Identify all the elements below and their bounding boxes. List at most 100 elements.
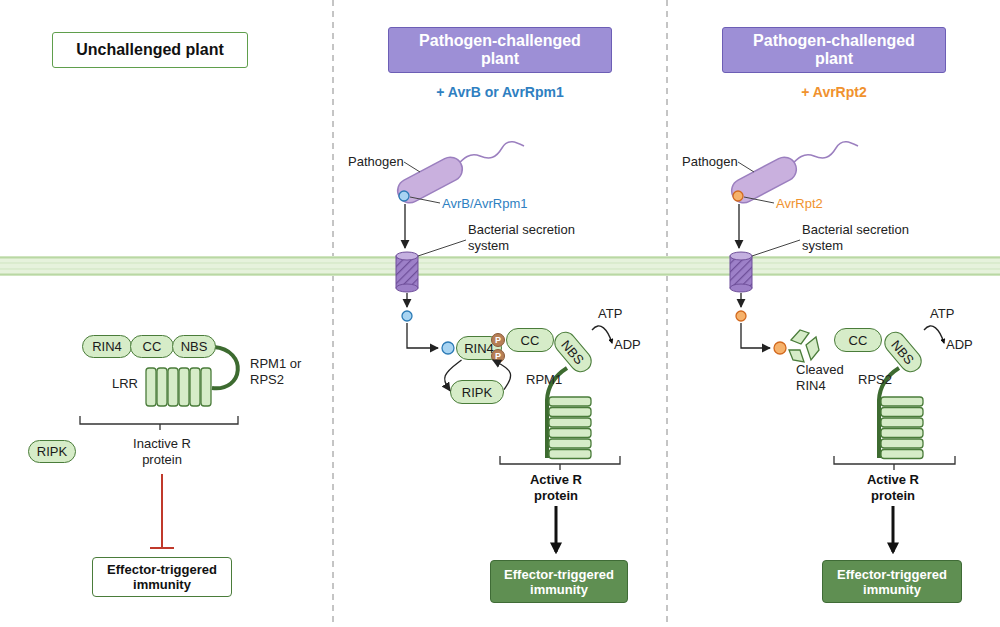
outcome-box: Effector-triggered immunity xyxy=(822,560,962,603)
protein-domain: NBS xyxy=(880,327,926,376)
effector-label: AvrB/AvrRpm1 xyxy=(442,196,552,212)
part-label: Pathogen xyxy=(348,154,408,170)
bracket xyxy=(80,416,238,430)
membrane-edge xyxy=(0,269,1000,270)
state-label: Inactive R protein xyxy=(120,436,204,468)
flow-arrow xyxy=(406,293,407,307)
lrr-domain xyxy=(881,397,923,459)
interaction-arrow xyxy=(445,360,462,391)
molecule-label: ATP xyxy=(598,306,632,322)
membrane-edge xyxy=(0,257,1000,259)
protein-label: RPM1 or RPS2 xyxy=(250,356,308,388)
outcome-box: Effector-triggered immunity xyxy=(92,557,232,597)
effector-protein xyxy=(399,191,409,201)
secretion-rim xyxy=(730,284,752,292)
outcome-box: Effector-triggered immunity xyxy=(490,560,628,603)
node-text: CC xyxy=(521,333,540,348)
inhibition-bar xyxy=(150,547,174,549)
lrr-repeat xyxy=(157,368,167,406)
part-label: Bacterial secretion system xyxy=(468,222,593,254)
effector-heading: + AvrRpt2 xyxy=(734,84,934,100)
leader-line xyxy=(404,162,420,172)
protein-domain: NBS xyxy=(172,335,216,358)
activation-arrow xyxy=(892,506,895,552)
atp-hydrolysis-arrow xyxy=(924,326,944,343)
node-text: Effector-triggered immunity xyxy=(829,567,955,597)
lrr-repeat xyxy=(881,408,923,417)
flow-arrow xyxy=(738,204,739,248)
rin4-fragment xyxy=(791,330,809,344)
node-text: Effector-triggered immunity xyxy=(497,567,621,597)
rin4-fragment xyxy=(789,350,804,362)
effector-protein xyxy=(736,311,746,321)
node-text: NBS xyxy=(181,339,208,354)
protein-domain: RIPK xyxy=(28,440,76,463)
node-text: NBS xyxy=(889,337,918,367)
node-text: P xyxy=(495,351,501,361)
state-label: Active R protein xyxy=(853,472,933,504)
lrr-repeat xyxy=(881,418,923,427)
protein-domain: RIPK xyxy=(450,380,504,404)
panel-divider xyxy=(667,0,668,627)
flow-arrow xyxy=(404,204,405,248)
lrr-repeat xyxy=(881,439,923,448)
secretion-rim xyxy=(730,252,752,260)
node-text: Effector-triggered immunity xyxy=(99,562,225,592)
effector-protein xyxy=(774,342,786,354)
panel-header: Pathogen-challenged plant xyxy=(722,27,946,73)
lrr-repeat xyxy=(881,429,923,438)
membrane-edge xyxy=(0,263,1000,264)
node-text: Pathogen-challenged plant xyxy=(413,32,587,68)
effector-protein xyxy=(733,191,743,201)
rin4-fragment xyxy=(806,337,819,360)
flow-arrow xyxy=(740,293,741,307)
phosphate-group: P xyxy=(491,349,505,363)
atp-hydrolysis-arrow xyxy=(592,326,612,343)
leader-line xyxy=(418,240,466,256)
effector-heading: + AvrB or AvrRpm1 xyxy=(400,84,600,100)
node-text: P xyxy=(495,335,501,345)
molecule-label: ADP xyxy=(946,337,980,353)
protein-label: RPM1 xyxy=(526,372,570,388)
node-text: RIPK xyxy=(37,444,67,459)
effector-protein xyxy=(442,342,454,354)
lrr-repeat xyxy=(549,408,591,417)
protein-domain: CC xyxy=(130,335,174,358)
node-text: Unchallenged plant xyxy=(76,41,224,59)
protein-domain: RIN4 xyxy=(82,335,132,358)
lrr-repeat xyxy=(549,439,591,448)
node-text: RIN4 xyxy=(92,339,122,354)
lrr-repeat xyxy=(881,450,923,459)
membrane-edge xyxy=(0,274,1000,276)
protein-label: RPS2 xyxy=(858,372,902,388)
flow-arrow xyxy=(741,323,770,348)
secretion-rim xyxy=(396,252,418,260)
inhibition-line xyxy=(161,474,163,548)
state-label: Active R protein xyxy=(516,472,596,504)
flow-arrow xyxy=(407,323,438,348)
secretion-rim xyxy=(396,284,418,292)
leader-line xyxy=(410,197,440,203)
cleaved-rin4-fragments xyxy=(789,330,819,362)
panel-divider xyxy=(333,0,334,627)
leader-line xyxy=(752,240,800,256)
panel-header: Unchallenged plant xyxy=(52,32,248,68)
part-label: Pathogen xyxy=(682,154,742,170)
plasma-membrane xyxy=(0,256,1000,276)
node-text: Pathogen-challenged plant xyxy=(747,32,921,68)
lrr-repeat xyxy=(190,368,200,406)
panel-header: Pathogen-challenged plant xyxy=(388,27,612,73)
lrr-repeat xyxy=(549,450,591,459)
flagellum xyxy=(456,142,524,166)
effector-protein xyxy=(402,311,412,321)
lrr-domain xyxy=(549,397,591,459)
node-text: NBS xyxy=(559,337,588,367)
node-text: CC xyxy=(849,333,868,348)
lrr-repeat xyxy=(201,368,211,406)
lrr-repeat xyxy=(881,397,923,406)
molecule-label: ATP xyxy=(930,306,964,322)
bracket xyxy=(834,456,955,470)
leader-line xyxy=(738,162,754,172)
lrr-repeat xyxy=(549,397,591,406)
protein-domain: CC xyxy=(506,328,554,352)
